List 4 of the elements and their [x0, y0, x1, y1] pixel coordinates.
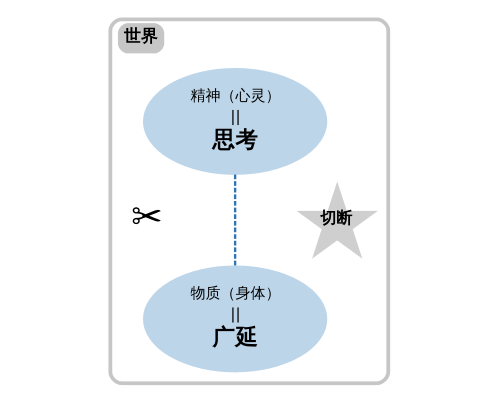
node-ellipse: 物质（身体） || 广延 [142, 266, 327, 372]
label: ✂ [130, 194, 162, 239]
connector [233, 174, 236, 266]
node-ellipse: 精神（心灵） || 思考 [142, 68, 327, 175]
